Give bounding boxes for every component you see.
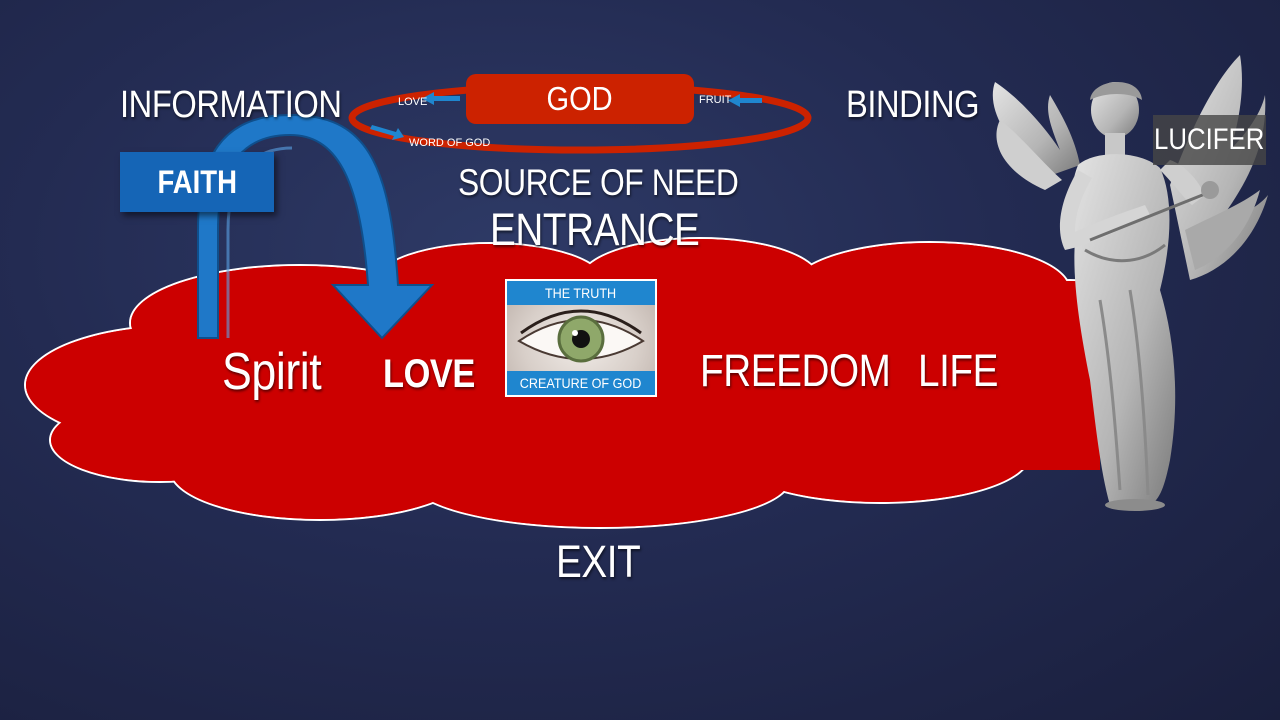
life-label: LIFE [918,345,999,396]
fruit-arrow-icon [728,94,762,107]
god-label: GOD [546,80,614,117]
binding-label: BINDING [846,84,980,126]
eye-icon [517,309,645,363]
god-box: GOD [466,74,694,124]
freedom-label: FREEDOM [700,345,891,396]
lucifer-label: LUCIFER [1154,123,1265,156]
fruit-cycle-label: FRUIT [699,94,732,106]
word-arrow-icon [370,125,404,140]
truth-card-bottom-label: CREATURE OF GOD [520,375,642,391]
truth-card-top-label: THE TRUTH [545,285,617,301]
source-of-need-label: SOURCE OF NEED [458,162,739,203]
truth-card-bottom-band: CREATURE OF GOD [507,371,655,395]
truth-card: THE TRUTH CREATURE OF GOD [505,279,657,397]
lucifer-label-box: LUCIFER [1153,115,1266,165]
faith-label: FAITH [157,163,237,200]
faith-box: FAITH [120,152,274,212]
spirit-label: Spirit [222,343,322,401]
word-of-god-label: WORD OF GOD [409,137,491,149]
exit-label: EXIT [556,536,641,587]
truth-card-top-band: THE TRUTH [507,281,655,305]
love-cycle-label: LOVE [398,96,428,108]
entrance-label: ENTRANCE [490,204,700,255]
love-label: LOVE [383,352,475,396]
information-label: INFORMATION [120,84,342,126]
love-arrow-icon [422,92,460,105]
